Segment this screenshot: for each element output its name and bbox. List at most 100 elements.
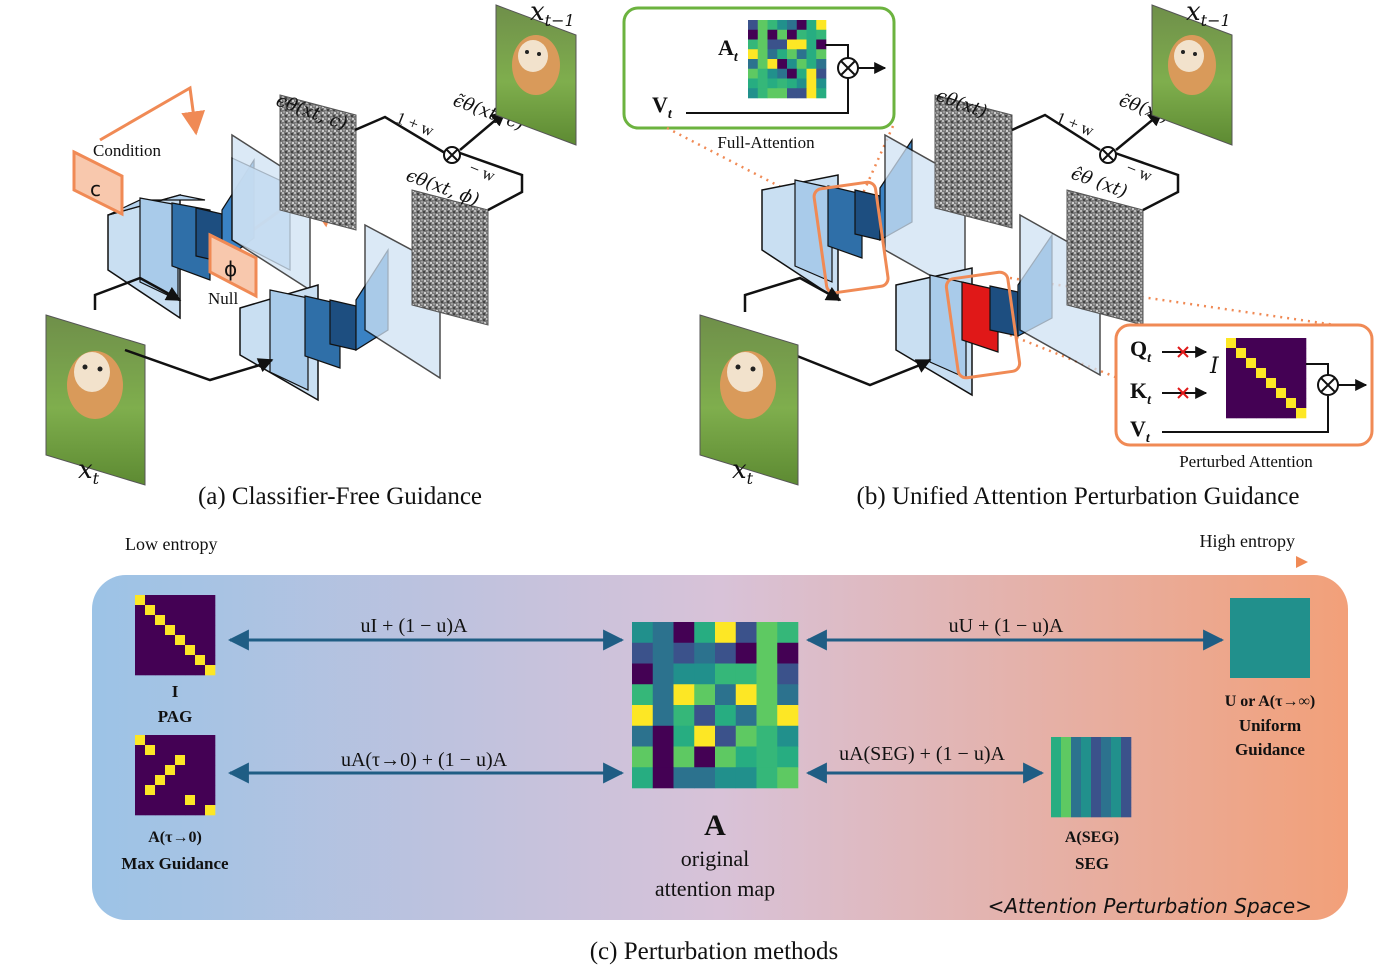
matrix-cell: [816, 59, 827, 70]
matrix-cell: [185, 615, 196, 626]
matrix-cell: [155, 755, 166, 766]
matrix-cell: [145, 605, 156, 616]
max-name: Max Guidance: [121, 854, 229, 873]
matrix-cell: [1101, 777, 1112, 788]
perturbed-attention-highlight: [944, 270, 1022, 380]
matrix-cell: [1226, 358, 1237, 369]
matrix-cell: [1071, 747, 1082, 758]
matrix-cell: [195, 595, 206, 606]
unet-unconditional: [239, 223, 441, 402]
matrix-cell: [757, 59, 768, 70]
matrix-cell: [1071, 787, 1082, 798]
matrix-cell: [652, 767, 674, 789]
matrix-cell: [1226, 388, 1237, 399]
matrix-cell: [165, 615, 176, 626]
matrix-cell: [195, 745, 206, 756]
perturbed-attention-label: Perturbed Attention: [1179, 452, 1313, 471]
matrix-cell: [205, 635, 216, 646]
matrix-cell: [1236, 338, 1247, 349]
matrix-cell: [1276, 388, 1287, 399]
matrix-cell: [135, 765, 146, 776]
matrix-cell: [185, 805, 196, 816]
matrix-cell: [757, 49, 768, 60]
matrix-cell: [135, 785, 146, 796]
matrix-cell: [1091, 767, 1102, 778]
matrix-cell: [787, 59, 798, 70]
output-label-a: xt−1: [530, 0, 575, 30]
matrix-cell: [145, 625, 156, 636]
matrix-cell: [165, 635, 176, 646]
matrix-cell: [1286, 408, 1297, 419]
matrix-cell: [1256, 408, 1267, 419]
matrix-cell: [777, 78, 788, 89]
matrix-cell: [1236, 398, 1247, 409]
matrix-cell: [1256, 358, 1267, 369]
matrix-cell: [205, 795, 216, 806]
matrix-cell: [1226, 398, 1237, 409]
matrix-cell: [806, 20, 817, 31]
matrix-cell: [806, 88, 817, 99]
center-line1: original: [681, 846, 749, 871]
matrix-cell: [165, 805, 176, 816]
matrix-cell: [165, 775, 176, 786]
matrix-cell: [1246, 338, 1257, 349]
full-a-label: At: [718, 35, 739, 65]
matrix-cell: [1121, 797, 1132, 808]
matrix-cell: [777, 622, 799, 644]
matrix-cell: [175, 785, 186, 796]
matrix-cell: [135, 605, 146, 616]
uniform-matrix: [1230, 598, 1310, 678]
matrix-cell: [767, 20, 778, 31]
matrix-cell: [673, 725, 695, 747]
matrix-cell: [1256, 348, 1267, 359]
matrix-cell: [205, 765, 216, 776]
matrix-cell: [816, 88, 827, 99]
matrix-cell: [165, 795, 176, 806]
matrix-cell: [185, 775, 196, 786]
matrix-cell: [632, 725, 654, 747]
svg-text:ϕ: ϕ: [224, 257, 237, 281]
matrix-cell: [205, 625, 216, 636]
matrix-cell: [694, 663, 716, 685]
matrix-cell: [185, 735, 196, 746]
matrix-cell: [185, 745, 196, 756]
matrix-cell: [1061, 737, 1072, 748]
matrix-cell: [735, 663, 757, 685]
matrix-cell: [1071, 777, 1082, 788]
matrix-cell: [145, 735, 156, 746]
matrix-cell: [165, 625, 176, 636]
matrix-cell: [195, 755, 206, 766]
matrix-cell: [1226, 338, 1237, 349]
matrix-cell: [145, 665, 156, 676]
matrix-cell: [694, 705, 716, 727]
matrix-cell: [777, 88, 788, 99]
matrix-cell: [632, 767, 654, 789]
matrix-cell: [1286, 368, 1297, 379]
matrix-cell: [1226, 378, 1237, 389]
output-label-b: xt−1: [1186, 0, 1231, 30]
input-image-a: [45, 314, 146, 486]
pag-name: PAG: [158, 707, 193, 726]
matrix-cell: [1246, 378, 1257, 389]
matrix-cell: [175, 775, 186, 786]
matrix-cell: [735, 684, 757, 706]
matrix-cell: [175, 615, 186, 626]
perturbed-attention-identity-matrix: [1226, 338, 1307, 419]
matrix-cell: [155, 605, 166, 616]
matrix-cell: [1111, 787, 1122, 798]
matrix-cell: [195, 765, 206, 776]
matrix-cell: [1296, 348, 1307, 359]
matrix-cell: [777, 20, 788, 31]
matrix-cell: [1061, 757, 1072, 768]
matrix-cell: [145, 635, 156, 646]
matrix-cell: [1101, 757, 1112, 768]
matrix-cell: [1061, 787, 1072, 798]
matrix-cell: [1071, 807, 1082, 818]
matrix-cell: [175, 805, 186, 816]
noise-b-lower: [1066, 189, 1144, 326]
output-image-b: [1151, 4, 1233, 146]
center-symbol: A: [704, 809, 726, 842]
matrix-cell: [155, 795, 166, 806]
matrix-cell: [1121, 777, 1132, 788]
matrix-cell: [185, 605, 196, 616]
